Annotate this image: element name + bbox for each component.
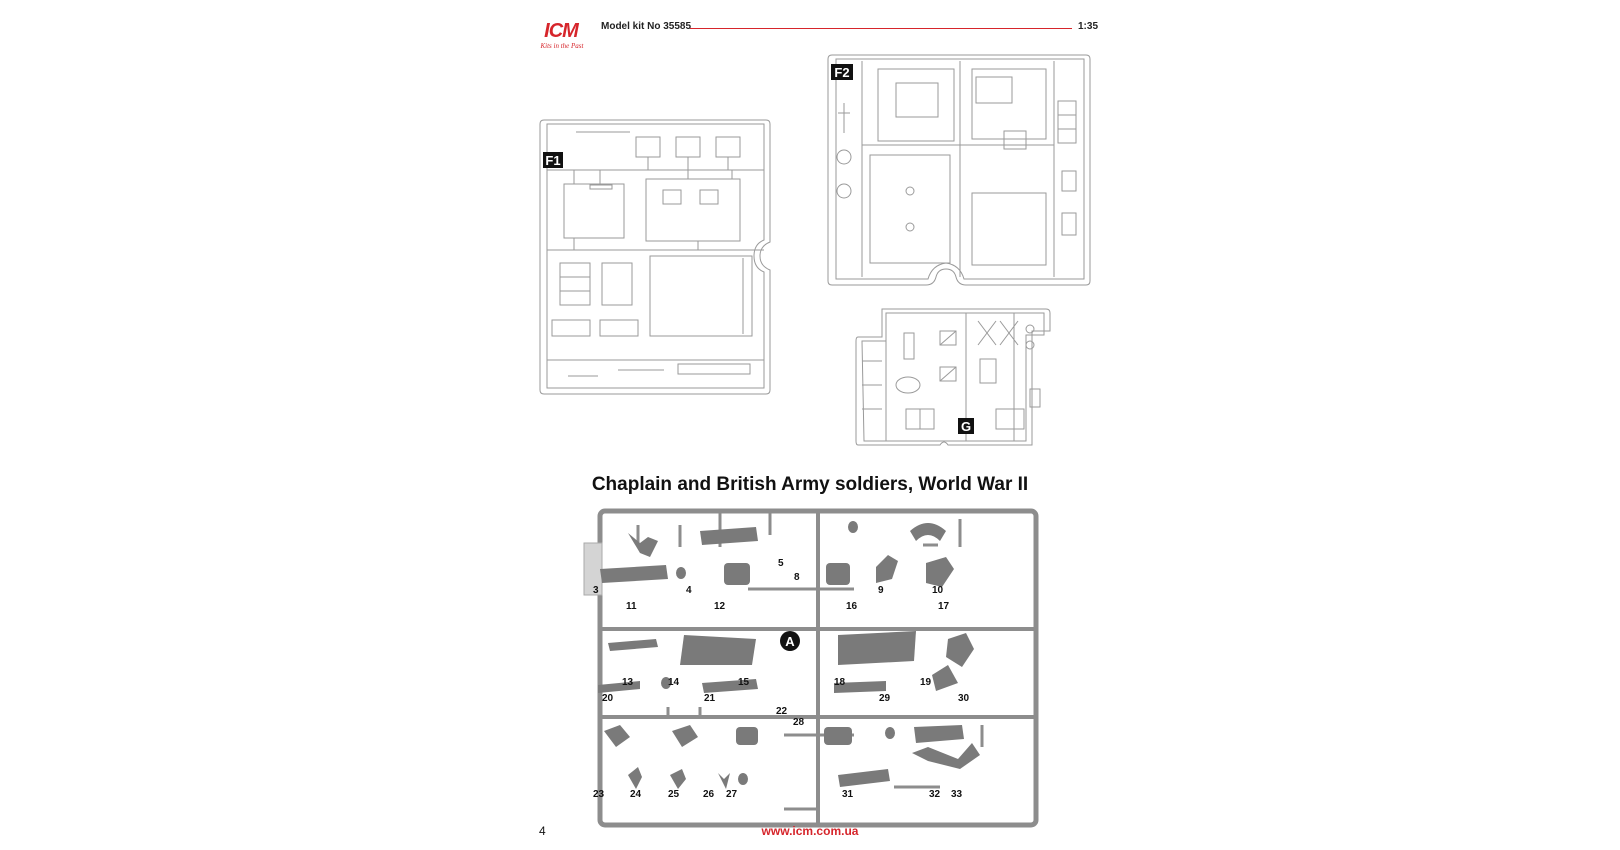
part-number: 22 xyxy=(776,706,788,717)
sprue-g-diagram: G xyxy=(855,308,1051,446)
part-number: 21 xyxy=(704,693,716,704)
part-number: 33 xyxy=(951,789,963,800)
sprue-g-label: G xyxy=(961,419,971,434)
sprue-a-diagram: A 1 1 2 3 4 5 6 7 8 9 10 11 12 13 14 15 … xyxy=(583,508,1039,828)
part-number: 13 xyxy=(622,677,634,688)
kit-scale: 1:35 xyxy=(1078,21,1099,32)
part-number: 8 xyxy=(794,572,800,583)
sprue-f2-label: F2 xyxy=(834,65,849,80)
logo-text: ICM xyxy=(544,20,579,42)
header-divider xyxy=(690,28,1072,29)
part-number: 12 xyxy=(714,601,726,612)
part-number: 20 xyxy=(602,693,614,704)
part-number: 14 xyxy=(668,677,680,688)
part-number: 31 xyxy=(842,789,854,800)
sprue-f1-diagram: F1 xyxy=(539,119,771,395)
part-number: 29 xyxy=(879,693,891,704)
part-number: 27 xyxy=(726,789,738,800)
model-kit-number: Model kit No 35585 xyxy=(601,21,692,32)
part-number: 24 xyxy=(630,789,642,800)
part-number: 18 xyxy=(834,677,846,688)
part-number: 32 xyxy=(929,789,941,800)
part-number: 3 xyxy=(593,585,599,596)
part-number: 19 xyxy=(920,677,932,688)
page-number: 4 xyxy=(539,824,546,838)
sprue-a-label: A xyxy=(785,634,795,649)
part-number: 15 xyxy=(738,677,750,688)
part-number: 4 xyxy=(686,585,692,596)
page-title: Chaplain and British Army soldiers, Worl… xyxy=(591,474,1029,495)
sprue-f2-diagram: F2 xyxy=(827,54,1091,286)
part-number: 23 xyxy=(593,789,605,800)
part-number: 9 xyxy=(878,585,884,596)
part-number: 30 xyxy=(958,693,970,704)
part-number: 26 xyxy=(703,789,715,800)
sprue-f1-label: F1 xyxy=(545,153,560,168)
part-number: 10 xyxy=(932,585,944,596)
icm-logo: ICM Kits in the Past xyxy=(530,18,592,52)
part-number: 16 xyxy=(846,601,858,612)
part-number: 28 xyxy=(793,717,805,728)
part-number: 11 xyxy=(626,601,637,612)
part-number: 17 xyxy=(938,601,950,612)
logo-tagline: Kits in the Past xyxy=(540,42,584,50)
part-number: 25 xyxy=(668,789,680,800)
footer-url[interactable]: www.icm.com.ua xyxy=(761,824,859,838)
part-number: 5 xyxy=(778,558,784,569)
